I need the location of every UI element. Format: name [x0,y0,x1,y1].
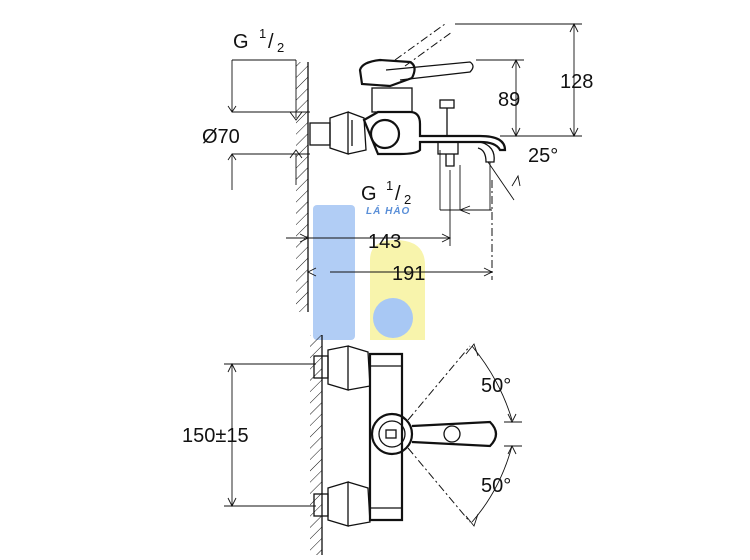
wall-top [296,62,309,312]
dim150-label: 150±15 [182,425,249,447]
g-half-mid-g: G [361,183,377,205]
dim-89: 89 [476,58,524,138]
g-half-top-num: 1 [259,26,266,41]
dim-diameter-70: Ø70 [202,100,310,190]
dim-angle-50-top: 50° [465,343,522,424]
g-half-mid-num: 1 [386,178,393,193]
mixer-body-side [362,87,507,167]
angle50-bottom-label: 50° [481,475,511,497]
dim-g-half-top: G 1 / 2 [231,26,303,121]
g-half-top-slash: / [268,31,274,53]
dim-angle-25: 25° [487,145,558,210]
angle50-top-label: 50° [481,375,511,397]
wall-connection-top [309,111,367,155]
angle25-label: 25° [528,145,558,167]
dim191-label: 191 [392,263,425,285]
dim-143: 143 [286,170,452,253]
dim-191: 191 [306,180,494,285]
g-half-top-g: G [233,31,249,53]
wall-bottom [310,335,323,555]
g-half-mid-den: 2 [404,192,411,207]
mixer-body-front [368,345,498,523]
g-half-mid-slash: / [395,183,401,205]
dim-128: 128 [455,22,593,138]
dim-150: 150±15 [182,362,316,508]
dia70-label: Ø70 [202,126,240,148]
dim-g-half-mid: G 1 / 2 [361,150,492,215]
dim-angle-50-bottom: 50° [465,444,522,527]
dim89-label: 89 [498,89,520,111]
dim143-label: 143 [368,231,401,253]
watermark-blue-bar [313,205,355,340]
g-half-top-den: 2 [277,40,284,55]
lever-handle-side [358,23,474,88]
watermark-blue-dot [373,298,413,338]
dim128-label: 128 [560,71,593,93]
watermark-text: LÁ HÀO [366,204,410,217]
watermark-logo: LÁ HÀO [313,204,425,340]
